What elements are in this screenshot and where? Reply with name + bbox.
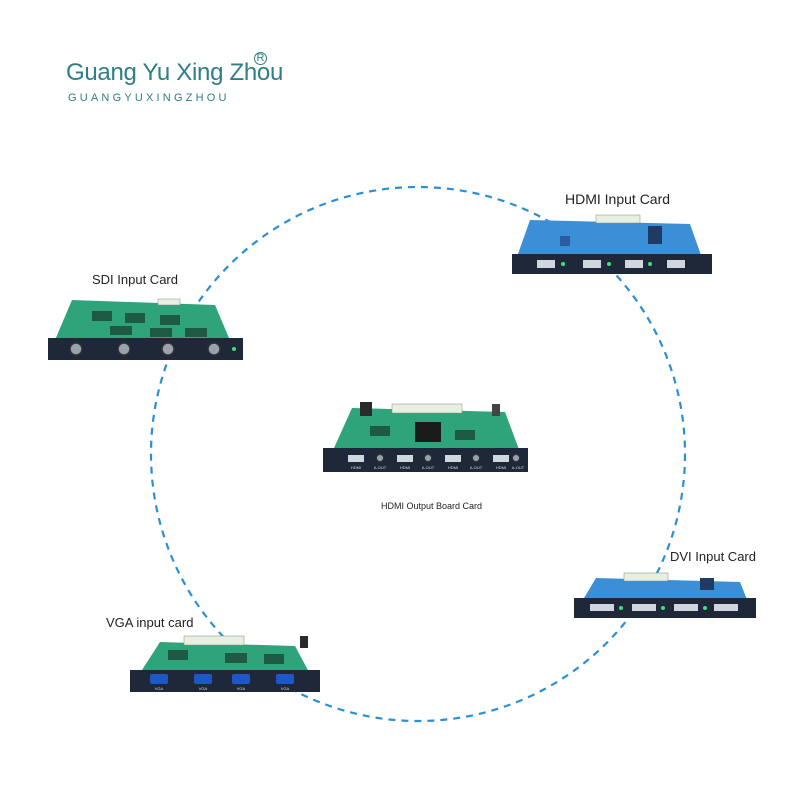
hdmi-port-icon (667, 260, 685, 268)
hdmi-port-icon (445, 455, 461, 462)
port-label: A-OUT (374, 465, 387, 470)
vga-port-icon (150, 674, 168, 684)
hdmi-port-icon (537, 260, 555, 268)
port-label: HDMI (496, 465, 506, 470)
hdmi-port-icon (397, 455, 413, 462)
logo-subtitle: GUANGYUXINGZHOU (68, 92, 230, 104)
port-label: VGA (155, 686, 164, 691)
port-label: HDMI (351, 465, 361, 470)
vga-input-card: VGA VGA VGA VGA (130, 635, 320, 692)
vga-port-icon (232, 674, 250, 684)
vga-port-icon (276, 674, 294, 684)
hdmi-output-board-card: HDMI A-OUT HDMI A-OUT HDMI A-OUT HDMI A-… (323, 402, 528, 472)
vga-port-icon (194, 674, 212, 684)
hdmi-input-card (512, 214, 712, 274)
logo-name: Guang Yu Xing Zhou (66, 59, 283, 86)
brand-logo: Guang Yu Xing Zhou R GUANGYUXINGZHOU (66, 52, 283, 104)
hdmi-port-icon (583, 260, 601, 268)
dvi-port-icon (714, 604, 738, 611)
sdi-input-card (48, 298, 243, 360)
port-label: A-OUT (470, 465, 483, 470)
dvi-input-card (574, 572, 756, 618)
port-label: VGA (281, 686, 290, 691)
dashed-circle (149, 185, 687, 723)
port-label: HDMI (448, 465, 458, 470)
port-label: VGA (237, 686, 246, 691)
dvi-port-icon (674, 604, 698, 611)
bnc-connector-icon (69, 342, 83, 356)
vga-card-label: VGA input card (106, 615, 194, 630)
hdmi-output-card-label: HDMI Output Board Card (381, 501, 483, 511)
dvi-port-icon (590, 604, 614, 611)
hdmi-port-icon (348, 455, 364, 462)
bnc-connector-icon (207, 342, 221, 356)
sdi-card-label: SDI Input Card (92, 272, 178, 287)
hdmi-port-icon (625, 260, 643, 268)
dvi-port-icon (632, 604, 656, 611)
dvi-card-label: DVI Input Card (670, 549, 756, 564)
port-label: A-OUT (422, 465, 435, 470)
registered-mark-icon: R (254, 52, 267, 65)
bnc-connector-icon (117, 342, 131, 356)
port-label: VGA (199, 686, 208, 691)
bnc-connector-icon (161, 342, 175, 356)
port-label: HDMI (400, 465, 410, 470)
hdmi-port-icon (493, 455, 509, 462)
port-label: A-OUT (512, 465, 525, 470)
hdmi-input-card-label: HDMI Input Card (565, 191, 671, 207)
